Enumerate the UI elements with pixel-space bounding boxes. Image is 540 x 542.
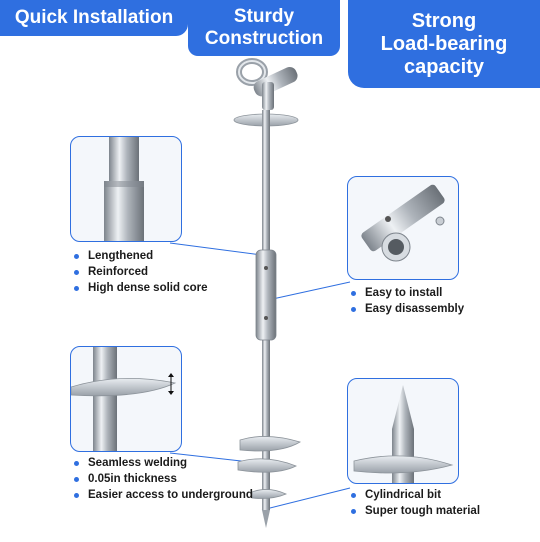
connector-helix	[169, 452, 251, 463]
joint-pin-bottom	[264, 316, 268, 320]
connector-joint	[267, 281, 351, 301]
quick-installation-label: Quick Installation	[14, 7, 174, 29]
shaft-closeup-image	[104, 137, 144, 241]
tip-closeup-image	[353, 385, 454, 483]
feature-seamless-welding: Seamless welding	[72, 455, 253, 471]
sturdy-line2: Construction	[204, 28, 324, 49]
tip-feature-list: Cylindrical bit Super tough material	[349, 487, 480, 519]
strong-line2: Load-bearing	[380, 32, 508, 55]
helix-feature-list: Seamless welding 0.05in thickness Easier…	[72, 455, 253, 503]
feature-underground-access: Easier access to underground	[72, 487, 253, 503]
connector-tip	[261, 487, 351, 511]
swivel-eye-ring	[236, 58, 298, 110]
sturdy-construction-banner: Sturdy Construction	[188, 0, 340, 56]
feature-easy-disassembly: Easy disassembly	[349, 301, 464, 317]
feature-tough-material: Super tough material	[349, 503, 480, 519]
quick-installation-banner: Quick Installation	[0, 0, 188, 36]
connector-lines	[169, 242, 351, 511]
joint-pin-top	[264, 266, 268, 270]
shaft-detail-box	[70, 136, 182, 242]
helix-plates	[237, 436, 301, 499]
tip-detail-box	[347, 378, 459, 484]
feature-thickness: 0.05in thickness	[72, 471, 253, 487]
strong-line3: capacity	[403, 55, 485, 78]
sturdy-line1: Sturdy	[233, 6, 295, 28]
connector-shaft	[169, 242, 263, 256]
feature-easy-install: Easy to install	[349, 285, 464, 301]
strong-line1: Strong	[411, 9, 477, 32]
feature-solid-core: High dense solid core	[72, 280, 208, 296]
joint-closeup-image	[361, 184, 445, 262]
load-capacity-banner: Strong Load-bearing capacity	[348, 0, 540, 88]
helix-closeup-image	[71, 347, 177, 451]
shaft-feature-list: Lengthened Reinforced High dense solid c…	[72, 248, 208, 296]
joint-feature-list: Easy to install Easy disassembly	[349, 285, 464, 317]
feature-lengthened: Lengthened	[72, 248, 208, 264]
rod-tip	[262, 510, 270, 528]
helix-detail-box	[70, 346, 182, 452]
joint-detail-box	[347, 176, 459, 280]
feature-cylindrical-bit: Cylindrical bit	[349, 487, 480, 503]
coupling-joint	[255, 249, 277, 341]
feature-reinforced: Reinforced	[72, 264, 208, 280]
